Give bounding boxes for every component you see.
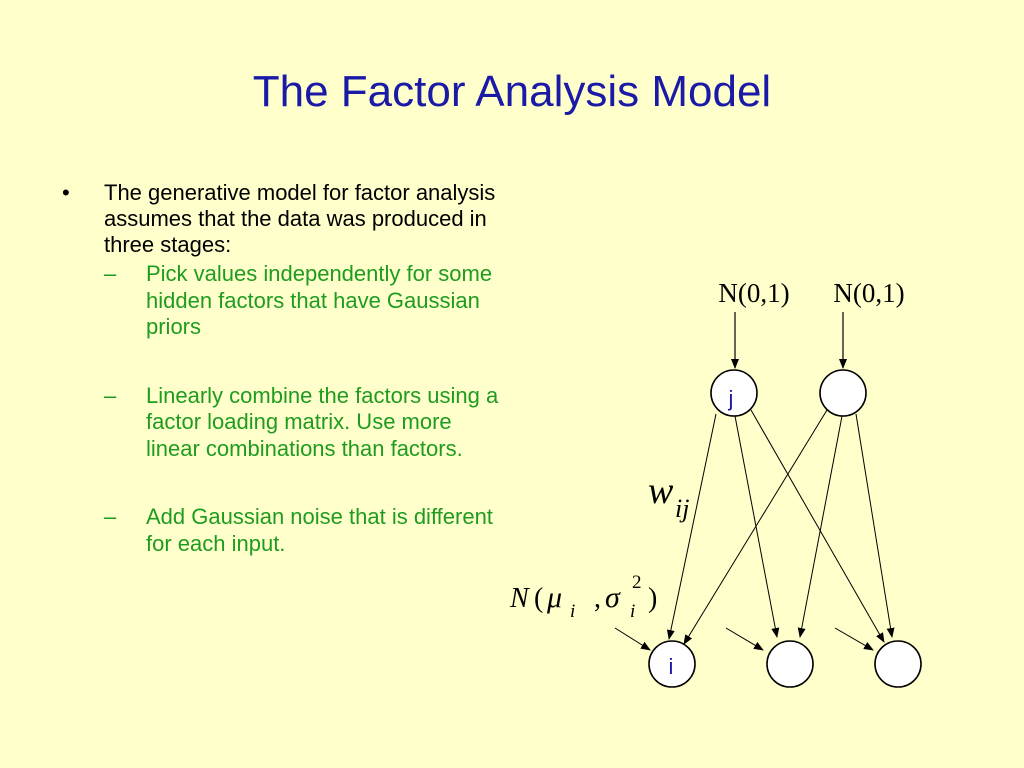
weight-edge-2-i: [683, 409, 828, 645]
noise-arrow-2: [725, 627, 764, 651]
svg-text:ij: ij: [675, 494, 689, 523]
sub-bullet-text: Add Gaussian noise that is different for…: [146, 504, 493, 556]
prior-label-1: N(0,1): [718, 278, 789, 308]
sub-bullet-marker: –: [104, 504, 117, 529]
svg-text:N: N: [509, 583, 530, 614]
hidden-node-label-j: j: [728, 386, 734, 411]
svg-text:σ: σ: [605, 581, 621, 614]
sub-bullet-marker: –: [104, 261, 117, 286]
sub-bullet-text: Pick values independently for some hidde…: [146, 261, 493, 339]
visible-node-label-i: i: [669, 654, 674, 679]
noise-label: N ( μ i , σ 2 i ): [509, 572, 657, 622]
sub-bullet-add-noise: – Add Gaussian noise that is different f…: [104, 504, 502, 557]
svg-text:,: ,: [594, 583, 601, 614]
svg-text:i: i: [570, 601, 575, 622]
svg-text:w: w: [648, 470, 674, 512]
svg-text:i: i: [630, 601, 635, 622]
weight-edge-j-i: [666, 413, 717, 640]
slide-title: The Factor Analysis Model: [252, 67, 772, 116]
svg-text:μ: μ: [546, 581, 562, 614]
hidden-node-j: [710, 369, 758, 417]
hidden-node-2: [819, 369, 867, 417]
svg-text:): ): [648, 583, 657, 614]
svg-text:(: (: [534, 583, 543, 614]
svg-text:2: 2: [632, 572, 642, 593]
prior-label-2: N(0,1): [833, 278, 904, 308]
bullet-text: The generative model for factor analysis…: [104, 180, 496, 257]
sub-bullet-pick-values: – Pick values independently for some hid…: [104, 261, 502, 341]
noise-arrow-3: [834, 627, 874, 651]
visible-node-2: [766, 640, 814, 688]
visible-node-i: [648, 640, 696, 688]
bullet-item: • The generative model for factor analys…: [62, 180, 502, 258]
weight-edge-2-3: [855, 413, 895, 638]
sub-bullet-text: Linearly combine the factors using a fac…: [146, 382, 499, 461]
sub-bullet-linear-combine: – Linearly combine the factors using a f…: [104, 383, 502, 463]
slide-content: • The generative model for factor analys…: [62, 180, 502, 557]
sub-bullet-marker: –: [104, 382, 117, 408]
weight-edge-2-2: [797, 415, 843, 638]
noise-arrow-1: [614, 627, 651, 651]
weight-edge-j-3: [750, 409, 885, 643]
visible-node-3: [874, 640, 922, 688]
weight-label: w ij: [648, 470, 689, 523]
bullet-marker: •: [62, 180, 70, 205]
